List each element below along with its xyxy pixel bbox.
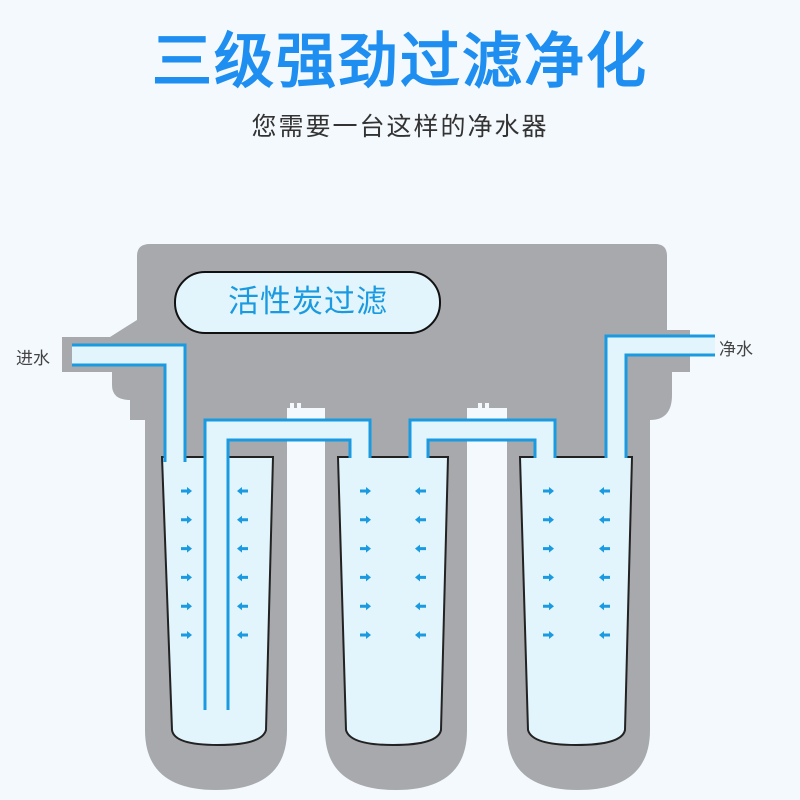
inlet-label: 进水 — [16, 349, 50, 369]
stage-label: 活性炭过滤 — [228, 284, 388, 320]
arrow-left-icon — [599, 631, 610, 639]
arrow-left-icon — [415, 487, 426, 495]
outlet-label: 净水 — [719, 340, 753, 360]
arrow-left-icon — [415, 515, 426, 524]
arrow-right-icon — [543, 631, 554, 639]
arrow-right-icon — [543, 602, 554, 611]
connector-pipe-1 — [203, 418, 372, 710]
arrow-left-icon — [237, 487, 248, 495]
arrow-right-icon — [360, 487, 371, 495]
arrow-right-icon — [543, 515, 554, 524]
page-title: 三级强劲过滤净化 — [152, 27, 648, 97]
arrow-right-icon — [181, 515, 192, 524]
arrow-left-icon — [237, 573, 248, 582]
arrow-right-icon — [181, 544, 192, 553]
arrow-right-icon — [360, 573, 371, 582]
arrow-left-icon — [599, 573, 610, 582]
page-subtitle: 您需要一台这样的净水器 — [251, 112, 549, 141]
arrow-left-icon — [599, 544, 610, 553]
arrow-left-icon — [237, 602, 248, 611]
arrow-left-icon — [237, 544, 248, 553]
arrow-left-icon — [599, 602, 610, 611]
arrow-right-icon — [543, 487, 554, 495]
arrow-left-icon — [599, 487, 610, 495]
arrow-right-icon — [181, 631, 192, 639]
connector-pipe-2 — [408, 418, 557, 458]
arrow-right-icon — [360, 631, 371, 639]
arrow-right-icon — [181, 602, 192, 611]
arrow-left-icon — [415, 544, 426, 553]
arrow-left-icon — [237, 631, 248, 639]
arrow-right-icon — [360, 544, 371, 553]
arrow-left-icon — [415, 602, 426, 611]
filter-cartridge-3 — [518, 456, 634, 747]
arrow-right-icon — [360, 602, 371, 611]
arrow-right-icon — [181, 487, 192, 495]
outlet-pipe — [604, 334, 715, 458]
arrow-right-icon — [181, 573, 192, 582]
arrow-right-icon — [360, 515, 371, 524]
stage-label-pill — [174, 271, 441, 334]
arrow-left-icon — [415, 573, 426, 582]
flow-arrows — [181, 487, 610, 639]
filter-cartridge-2 — [336, 456, 450, 747]
arrow-left-icon — [415, 631, 426, 639]
arrow-left-icon — [599, 515, 610, 524]
arrow-left-icon — [237, 515, 248, 524]
arrow-right-icon — [543, 573, 554, 582]
arrow-right-icon — [543, 544, 554, 553]
